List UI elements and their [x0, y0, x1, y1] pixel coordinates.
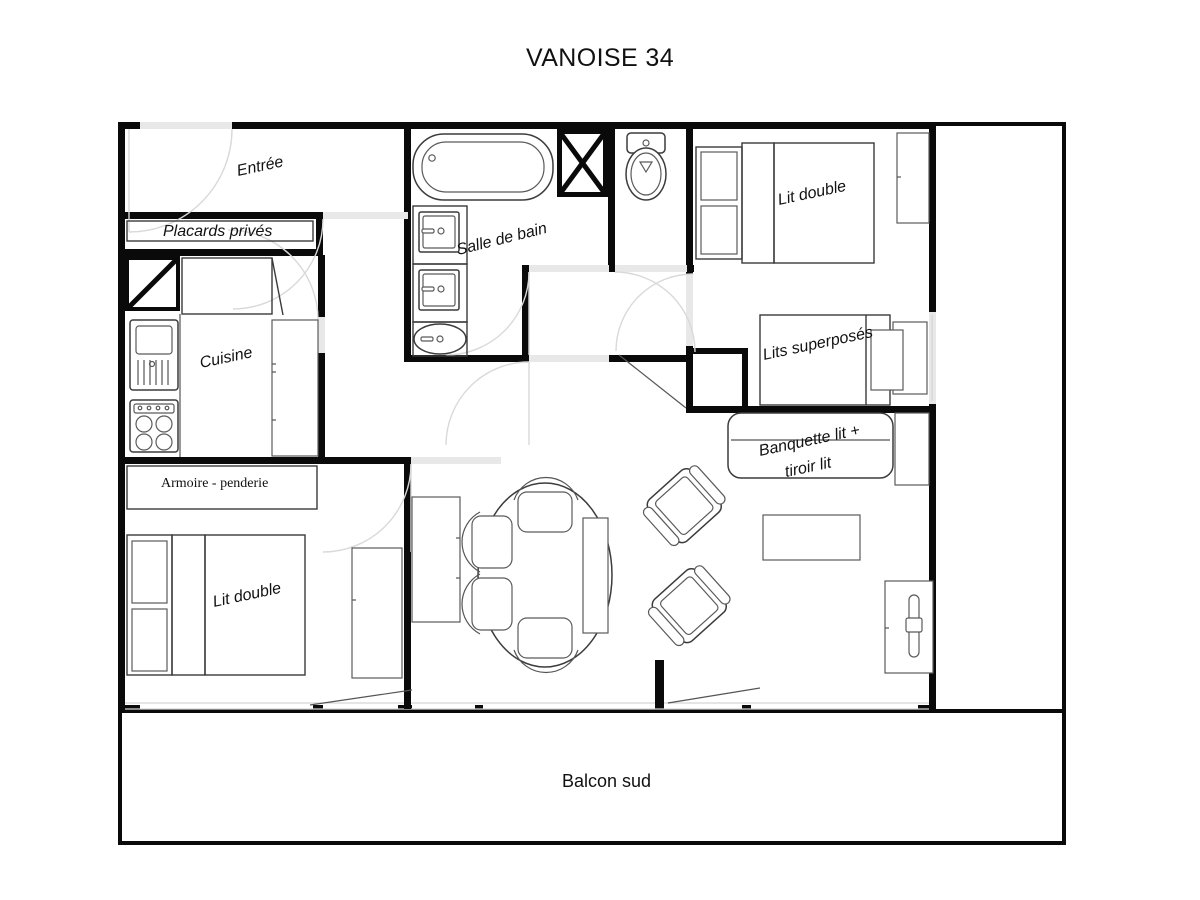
bench — [582, 517, 609, 634]
label-placards-prives: Placards privés — [163, 223, 272, 240]
refrigerator — [271, 319, 319, 457]
coffee-table — [762, 514, 861, 561]
dining-chair-top — [513, 476, 579, 533]
label-lit-double-2: Lit double — [211, 580, 283, 611]
label-entree: Entrée — [235, 153, 285, 179]
label-lit-double-1: Lit double — [776, 178, 848, 209]
banquette-sofa-bed — [727, 412, 894, 479]
wardrobe-chambre1 — [896, 132, 930, 224]
room-sejour — [351, 465, 934, 679]
radiator-unit — [884, 580, 934, 674]
page-title: VANOISE 34 — [525, 44, 675, 72]
balcony-outline — [118, 122, 1066, 845]
room-lits-superposes: Lits superposés — [759, 314, 928, 406]
armchair-lower — [647, 565, 731, 647]
label-balcon-sud: Balcon sud — [562, 771, 651, 791]
banquette-lit: Banquette lit + tiroir lit — [727, 412, 930, 486]
label-salle-de-bain: Salle de bain — [455, 220, 549, 259]
room-wc — [625, 132, 667, 201]
bedroom2-sideboard — [351, 547, 403, 679]
double-bed-2 — [204, 534, 306, 676]
label-lits-superposes: Lits superposés — [761, 324, 874, 364]
armchair-upper — [642, 465, 726, 547]
dining-chair-left-lower — [461, 573, 513, 635]
label-armoire-penderie: Armoire - penderie — [161, 476, 268, 491]
room-salle-de-bain: Salle de bain — [412, 133, 554, 357]
door-swings — [128, 128, 933, 706]
room-chambre-1: Lit double — [695, 132, 930, 264]
room-chambre-2: Armoire - penderie Lit double — [126, 465, 318, 676]
dining-chair-left-upper — [461, 511, 513, 573]
room-placards-prives: Placards privés — [126, 220, 314, 242]
label-cuisine: Cuisine — [198, 344, 254, 372]
armoire-penderie — [126, 465, 318, 510]
room-balcon: Balcon sud — [562, 771, 651, 791]
double-bed-1 — [773, 142, 875, 264]
tv-cabinet — [411, 496, 461, 623]
room-entree: Entrée — [235, 153, 285, 179]
technical-shaft-bath — [556, 129, 609, 197]
room-cuisine: Cuisine — [125, 256, 319, 457]
dining-chair-bottom — [513, 617, 579, 674]
